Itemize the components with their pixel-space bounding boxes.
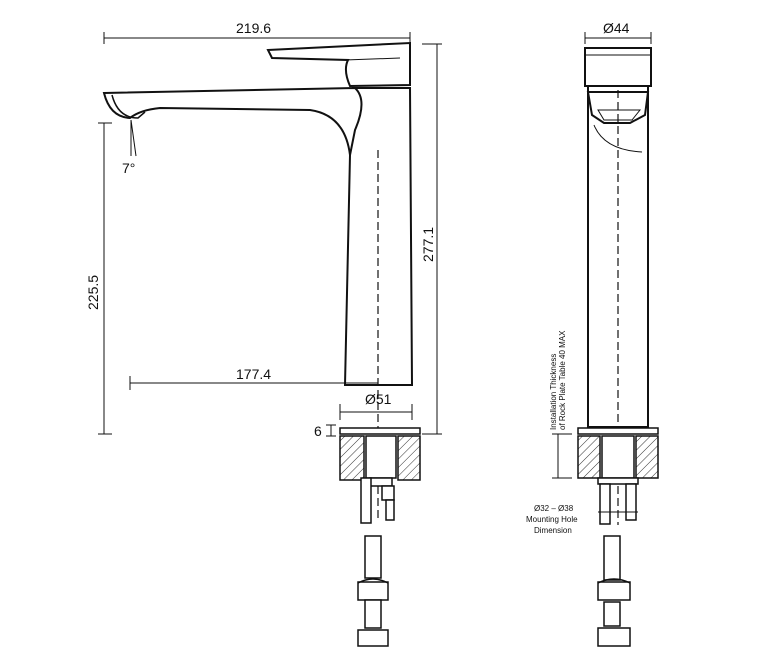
dim-base-diameter: Ø51 [365, 391, 392, 407]
side-view [102, 41, 414, 520]
hole-note-line2: Mounting Hole [526, 515, 578, 524]
dim-spout-height: 225.5 [85, 275, 101, 310]
installation-note-line1: Installation Thickness [549, 354, 558, 430]
lever-handle [266, 41, 411, 88]
mounting-assembly-left [339, 427, 421, 647]
faucet-body [343, 87, 414, 386]
installation-note-line2: of Rock Plate Table 40 MAX [558, 330, 567, 430]
dimension-lines-right [552, 32, 652, 513]
hatch-left-2 [397, 435, 421, 481]
hole-note-line1: Ø32 – Ø38 [534, 504, 574, 513]
aerator [111, 94, 146, 119]
dim-total-height: 277.1 [420, 227, 436, 262]
hatch-left-1 [339, 435, 365, 481]
dim-spout-angle: 7° [122, 160, 135, 176]
column [587, 86, 649, 428]
mounting-assembly-right [577, 427, 659, 647]
dim-overall-width: 219.6 [236, 20, 271, 36]
hole-note-line3: Dimension [534, 526, 572, 535]
faucet-spout [102, 86, 363, 156]
top-cap [584, 47, 652, 87]
base-plate [339, 427, 421, 435]
dim-top-diameter: Ø44 [603, 20, 630, 36]
dim-spout-reach: 177.4 [236, 366, 271, 382]
dim-plate-thickness: 6 [314, 423, 322, 439]
dimension-lines-left [98, 32, 442, 437]
installation-note: Installation Thickness of Rock Plate Tab… [549, 330, 567, 430]
